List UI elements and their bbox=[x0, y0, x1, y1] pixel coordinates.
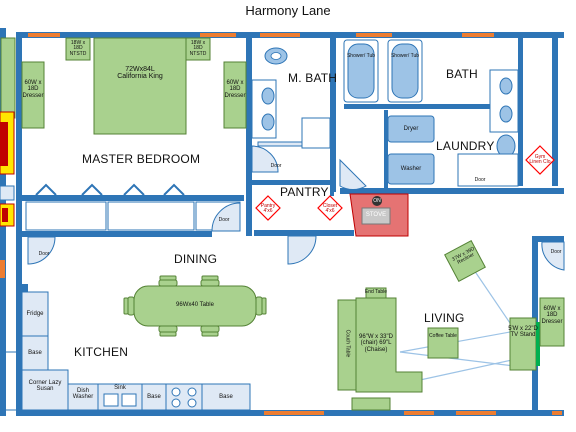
pantry-badge-2: Closet 4'x6 bbox=[322, 203, 338, 215]
end-table-label: End Table bbox=[364, 289, 388, 295]
master-bedroom bbox=[21, 37, 247, 232]
base-label-3: Base bbox=[219, 394, 233, 400]
dresser-living-label: 60W x 18D Dresser bbox=[541, 306, 563, 325]
nightstand-right-label: 18W x 18D NTSTD bbox=[189, 40, 207, 57]
plan-title: Harmony Lane bbox=[245, 3, 331, 18]
door-label-dining-right: Door bbox=[550, 249, 562, 255]
room-label-master-bath: M. BATH bbox=[288, 71, 338, 85]
washer-label: Washer bbox=[400, 166, 422, 172]
couch-table-label: Couch Table bbox=[344, 329, 351, 358]
tv-stand-label: 5'W x 22"D TV Stand bbox=[508, 326, 538, 339]
bath bbox=[457, 69, 519, 187]
dining bbox=[27, 236, 267, 337]
dining-table-label: 96Wx40 Table bbox=[176, 302, 214, 308]
sofa-label: 96"W x 33"D (chair) 69"L (Chaise) bbox=[359, 334, 393, 353]
room-label-bath: BATH bbox=[446, 67, 478, 81]
door-label-mbath: Door bbox=[270, 163, 282, 169]
door-label-bedroom: Door bbox=[218, 217, 230, 223]
windows bbox=[0, 33, 562, 415]
kitchen bbox=[0, 291, 251, 411]
corner-susan-label: Corner Lazy Susan bbox=[28, 380, 62, 393]
living bbox=[337, 240, 565, 411]
bed-label: 72Wx84L California King bbox=[94, 66, 186, 81]
bed-size-label: 72Wx84L bbox=[125, 66, 155, 73]
stove-label: STOVE bbox=[365, 212, 387, 218]
room-label-dining: DINING bbox=[174, 252, 218, 266]
nightstand-left-label: 18W x 18D NTSTD bbox=[69, 40, 87, 57]
shower-right-label: Shower/ Tub bbox=[390, 53, 420, 59]
fridge-label: Fridge bbox=[26, 311, 44, 317]
pantry-badge-1: Pantry 4'x6 bbox=[260, 203, 276, 215]
room-label-kitchen: KITCHEN bbox=[74, 345, 129, 359]
linen-badge: Gym Linen Clo bbox=[529, 154, 551, 166]
room-label-laundry: LAUNDRY bbox=[436, 139, 495, 153]
dresser-left-label: 60W x 18D Dresser bbox=[22, 80, 44, 99]
showers bbox=[343, 39, 423, 103]
room-label-pantry: PANTRY bbox=[280, 185, 329, 199]
bed-name-label: California King bbox=[117, 73, 163, 81]
sink-label: Sink bbox=[114, 385, 126, 391]
base-label-2: Base bbox=[147, 394, 161, 400]
pantry-area bbox=[255, 145, 555, 265]
dresser-right-label: 60W x 18D Dresser bbox=[224, 80, 246, 99]
laundry bbox=[339, 115, 435, 190]
base-label-1: Base bbox=[28, 350, 42, 356]
door-label-dining: Door bbox=[38, 251, 50, 257]
shower-left-label: Shower/ Tub bbox=[346, 53, 376, 59]
dishwasher-label: Dish Washer bbox=[72, 388, 94, 401]
room-label-master-bedroom: MASTER BEDROOM bbox=[82, 152, 201, 166]
left-edge-rooms bbox=[0, 37, 16, 227]
master-bath bbox=[251, 47, 331, 173]
dryer-label: Dryer bbox=[403, 126, 419, 132]
door-label-bath: Door bbox=[474, 177, 486, 183]
room-label-living: LIVING bbox=[424, 311, 465, 325]
stove-on-badge: ON bbox=[373, 198, 381, 204]
coffee-table-label: Coffee Table bbox=[429, 333, 457, 339]
